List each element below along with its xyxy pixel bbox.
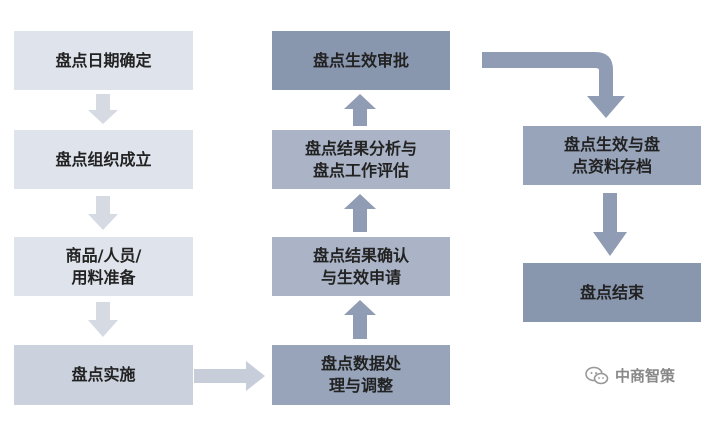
arrow-down-icon (88, 196, 118, 230)
arrow-down-icon (88, 302, 118, 337)
step-label: 盘点实施 (71, 365, 136, 384)
step-label: 盘点结果确认 与生效申请 (312, 245, 409, 287)
step-label: 盘点结果分析与 盘点工作评估 (304, 138, 417, 180)
arrow-elbow-icon (482, 52, 625, 118)
step-label: 盘点组织成立 (55, 149, 152, 169)
step-implementation: 盘点实施 (14, 345, 193, 405)
arrow-up-icon (344, 300, 376, 339)
arrow-up-icon (344, 194, 376, 232)
step-confirm-apply: 盘点结果确认 与生效申请 (272, 237, 450, 296)
arrow-down-icon (593, 193, 627, 256)
step-end: 盘点结束 (523, 263, 701, 322)
watermark-text: 中商智策 (615, 367, 676, 385)
step-analysis: 盘点结果分析与 盘点工作评估 (272, 130, 450, 189)
step-preparation: 商品/人员/ 用料准备 (14, 237, 193, 296)
step-label: 盘点生效与盘 点资料存档 (563, 134, 660, 176)
step-label: 盘点结束 (579, 282, 644, 302)
step-label: 盘点数据处 理与调整 (320, 354, 401, 395)
arrow-right-icon (194, 361, 265, 391)
step-label: 商品/人员/ 用料准备 (65, 245, 142, 287)
step-label: 盘点日期确定 (55, 50, 152, 70)
watermark: 中商智策 (585, 365, 675, 386)
wechat-icon (585, 366, 609, 384)
step-date-confirm: 盘点日期确定 (14, 31, 193, 90)
step-data-processing: 盘点数据处 理与调整 (272, 345, 450, 405)
arrow-down-icon (88, 94, 118, 124)
step-archive: 盘点生效与盘 点资料存档 (523, 126, 701, 185)
step-label: 盘点生效审批 (312, 50, 409, 70)
step-org-setup: 盘点组织成立 (14, 130, 193, 189)
arrow-up-icon (344, 94, 376, 126)
step-approval: 盘点生效审批 (272, 31, 450, 90)
